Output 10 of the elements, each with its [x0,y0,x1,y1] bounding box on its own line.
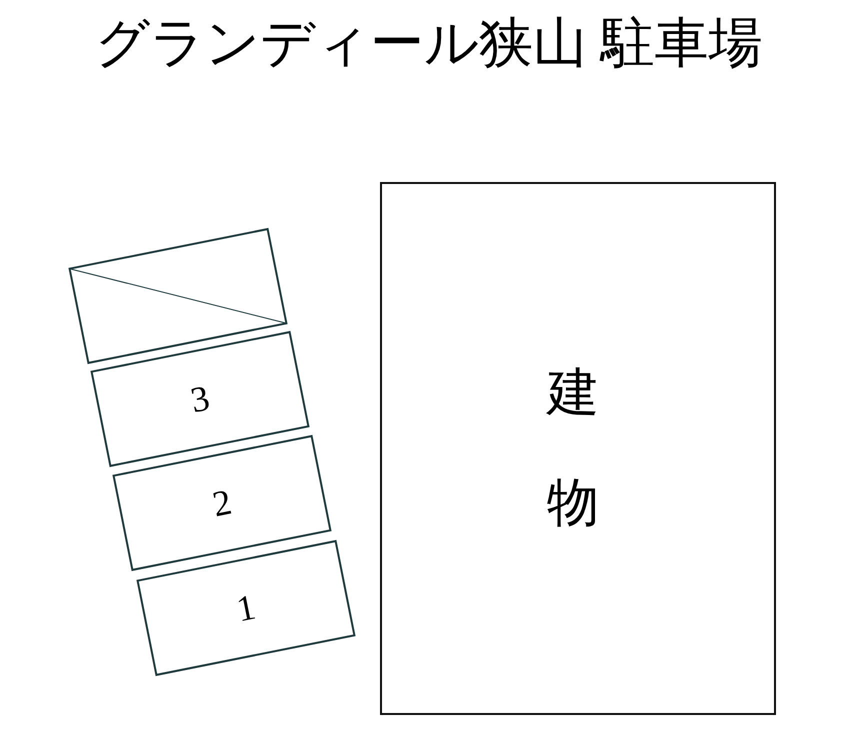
title: グランディール狭山 駐車場 [94,12,764,75]
unused-parking-space [68,228,288,364]
building-label: 建物 [546,364,600,534]
building [380,182,776,715]
space-number: 2 [209,482,235,524]
parking-space [136,540,356,676]
space-number: 1 [233,586,259,630]
parking-space [112,434,332,572]
parking-space [90,330,310,468]
space-number: 3 [187,378,213,420]
